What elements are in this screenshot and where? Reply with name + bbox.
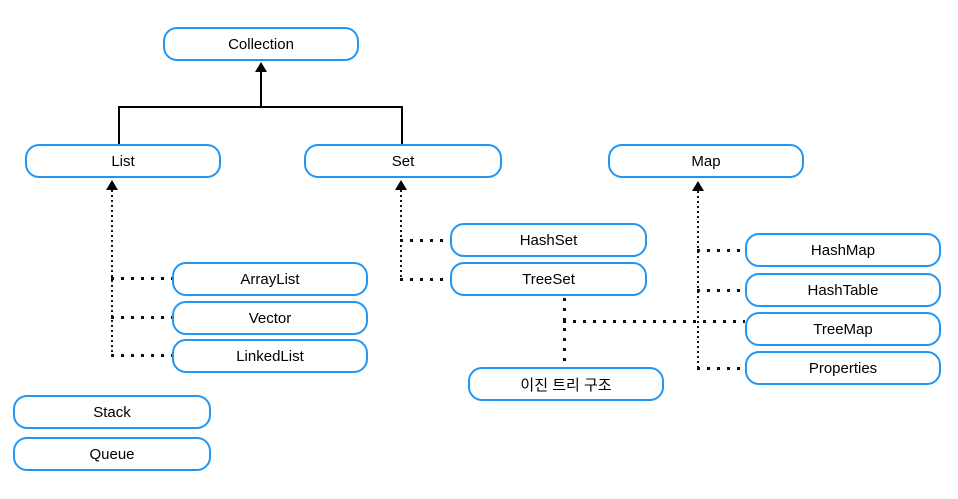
node-arraylist: ArrayList (172, 262, 368, 296)
edge-list-branch-line (118, 106, 120, 144)
arrowhead-to-set (395, 180, 407, 190)
node-linkedlist: LinkedList (172, 339, 368, 373)
arrowhead-to-list (106, 180, 118, 190)
edge-linkedlist-connector-line (111, 354, 172, 357)
edge-set-children-line (400, 190, 402, 281)
node-hashset: HashSet (450, 223, 647, 257)
node-set: Set (304, 144, 502, 178)
edge-treeset-connector-line (400, 278, 450, 281)
edge-treeset-treemap-line (563, 320, 745, 323)
arrowhead-to-map (692, 181, 704, 191)
edge-collection-stem-line (260, 70, 262, 107)
node-properties: Properties (745, 351, 941, 385)
edge-map-children-line (697, 191, 699, 369)
edge-hashtable-connector-line (697, 289, 745, 292)
edge-treeset-binarytree-line (563, 298, 566, 364)
node-map: Map (608, 144, 804, 178)
node-stack: Stack (13, 395, 211, 429)
node-treemap: TreeMap (745, 312, 941, 346)
edge-hashmap-connector-line (697, 249, 745, 252)
edge-arraylist-connector-line (111, 277, 172, 280)
edge-properties-connector-line (697, 367, 745, 370)
node-binary-tree-structure: 이진 트리 구조 (468, 367, 664, 401)
node-vector: Vector (172, 301, 368, 335)
node-queue: Queue (13, 437, 211, 471)
node-list: List (25, 144, 221, 178)
arrowhead-to-collection (255, 62, 267, 72)
node-hashmap: HashMap (745, 233, 941, 267)
node-treeset: TreeSet (450, 262, 647, 296)
edge-hashset-connector-line (400, 239, 450, 242)
node-hashtable: HashTable (745, 273, 941, 307)
edge-set-branch-line (401, 106, 403, 144)
node-collection: Collection (163, 27, 359, 61)
edge-vector-connector-line (111, 316, 172, 319)
edge-list-children-line (111, 190, 113, 356)
edge-collection-crossbar-line (118, 106, 403, 108)
